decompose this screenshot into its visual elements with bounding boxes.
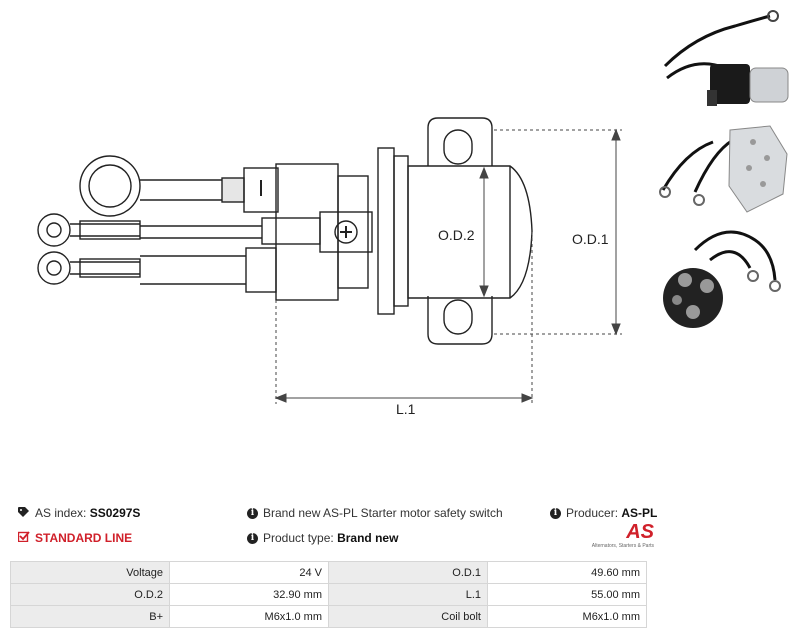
product-photo-terminals[interactable]	[655, 220, 795, 330]
producer-value: AS-PL	[621, 506, 658, 520]
spec-value: M6x1.0 mm	[487, 605, 647, 628]
spec-value: 49.60 mm	[487, 561, 647, 584]
label-l1: L.1	[396, 401, 416, 417]
producer-label: Producer:	[566, 506, 619, 520]
description: i Brand new AS-PL Starter motor safety s…	[247, 506, 503, 520]
product-type-label: Product type:	[263, 531, 334, 545]
spec-value: 32.90 mm	[169, 583, 329, 606]
brand-logo: AS Alternators, Starters & Parts	[584, 522, 654, 549]
technical-drawing: O.D.2 O.D.1 L.1	[37, 117, 622, 417]
info-icon: i	[247, 507, 258, 519]
spec-label: O.D.1	[328, 561, 488, 584]
info-icon: i	[550, 507, 561, 519]
spec-label: O.D.2	[10, 583, 170, 606]
spec-value: M6x1.0 mm	[169, 605, 329, 628]
description-text: Brand new AS-PL Starter motor safety swi…	[263, 506, 503, 520]
spec-value: 55.00 mm	[487, 583, 647, 606]
spec-value: 24 V	[169, 561, 329, 584]
table-row: O.D.2 32.90 mm L.1 55.00 mm	[10, 583, 647, 606]
checkbox-icon	[17, 531, 30, 545]
table-row: Voltage 24 V O.D.1 49.60 mm	[10, 561, 647, 584]
specs-table: Voltage 24 V O.D.1 49.60 mm O.D.2 32.90 …	[10, 561, 647, 628]
info-icon: i	[247, 532, 258, 544]
spec-label: L.1	[328, 583, 488, 606]
as-index: AS index: SS0297S	[18, 506, 140, 520]
logo-mark: AS	[626, 521, 654, 543]
producer: i Producer: AS-PL	[550, 506, 657, 520]
product-photo-side[interactable]	[655, 6, 795, 116]
spec-label: Voltage	[10, 561, 170, 584]
standard-line: STANDARD LINE	[17, 531, 133, 545]
product-type-value: Brand new	[337, 531, 399, 545]
label-od2: O.D.2	[438, 227, 475, 243]
label-od1: O.D.1	[572, 231, 609, 247]
tag-icon	[18, 506, 30, 520]
spec-label: B+	[10, 605, 170, 628]
standard-line-text: STANDARD LINE	[35, 531, 133, 545]
logo-tagline: Alternators, Starters & Parts	[591, 543, 654, 549]
as-index-value: SS0297S	[89, 506, 141, 520]
spec-label: Coil bolt	[328, 605, 488, 628]
product-type: i Product type: Brand new	[247, 531, 398, 545]
table-row: B+ M6x1.0 mm Coil bolt M6x1.0 mm	[10, 605, 647, 628]
product-photo-flange[interactable]	[655, 112, 795, 222]
as-index-label: AS index:	[35, 506, 87, 520]
